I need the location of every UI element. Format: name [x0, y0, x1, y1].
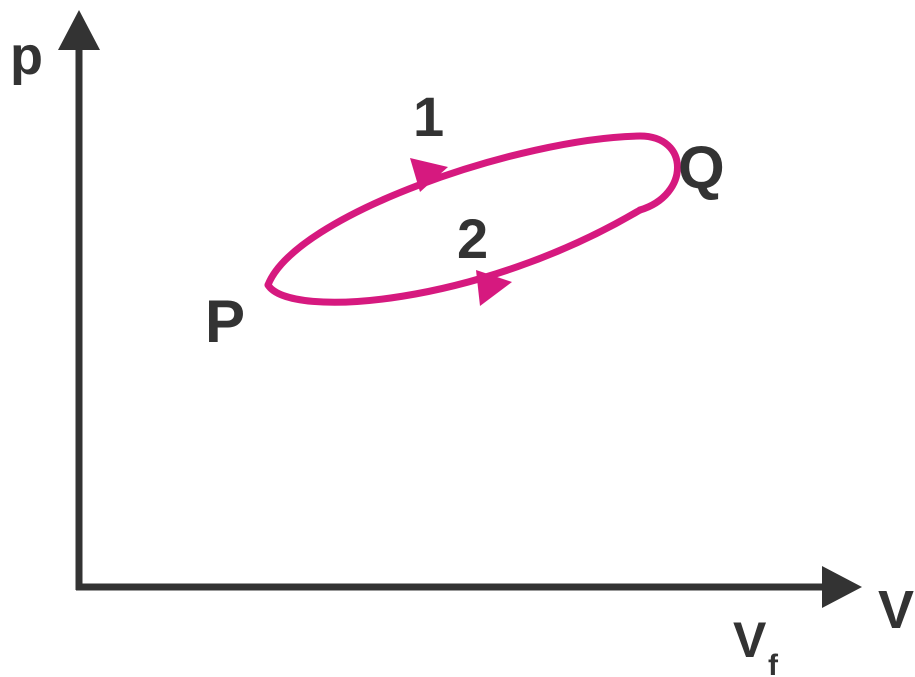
path-2-curve — [264, 206, 644, 306]
y-axis-arrowhead — [58, 10, 100, 50]
state-p-label: P — [205, 288, 245, 355]
x-tick-label: V — [733, 612, 767, 668]
state-q-label: Q — [678, 134, 725, 201]
x-tick-subscript: f — [768, 649, 779, 677]
x-axis-label: V — [878, 580, 914, 640]
path-2-arrow — [476, 270, 512, 306]
path-2-label: 2 — [457, 207, 488, 270]
path-1-arrow — [410, 158, 448, 192]
path-1-curve — [264, 132, 681, 289]
y-axis-label: p — [10, 26, 43, 86]
x-axis-arrowhead — [822, 566, 862, 608]
path-1-label: 1 — [413, 85, 444, 148]
